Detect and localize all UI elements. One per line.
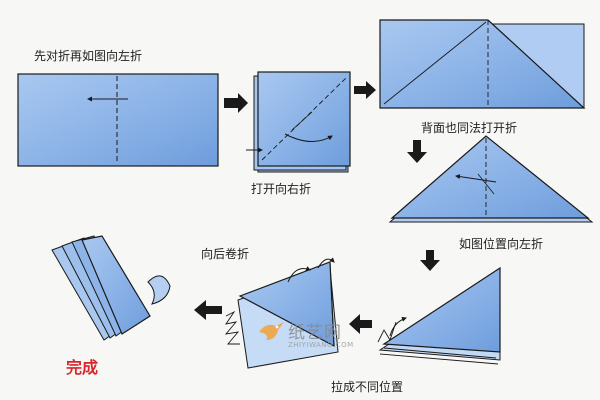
bird-logo-icon (259, 322, 284, 340)
step-1-label: 先对折再如图向左折 (34, 49, 143, 63)
step-arrow-icon (349, 314, 372, 334)
step-arrow-icon (420, 250, 440, 271)
step-6-label: 向后卷折 (201, 247, 250, 261)
watermark-subtext: ZHIYIWANG.COM (288, 341, 354, 349)
step-arrow-icon (407, 140, 427, 163)
step-1-figure (17, 73, 219, 167)
step-2-label: 打开向右折 (251, 182, 312, 196)
step-arrow-icon (224, 93, 248, 113)
step-arrow-icon (354, 81, 376, 99)
watermark: 纸艺网 ZHIYIWANG.COM (256, 312, 366, 356)
step-6-figure (224, 257, 339, 369)
step-arrow-icon (194, 300, 222, 320)
step-3-figure (379, 19, 586, 109)
step-4-label: 如图位置向左折 (459, 237, 544, 251)
fold-arrow-icon (317, 257, 335, 269)
fold-arrow-icon (389, 316, 407, 337)
step-2-figure (246, 71, 351, 173)
result-label: 完成 (66, 358, 99, 377)
result-figure (51, 235, 171, 341)
fold-arrow-icon (455, 174, 497, 183)
step-5-label: 拉成不同位置 (331, 380, 404, 394)
fold-arrow-icon (287, 266, 311, 283)
step-3-label: 背面也同法打开折 (421, 121, 518, 135)
watermark-text: 纸艺网 (288, 323, 342, 343)
fold-arrow-icon (284, 133, 333, 142)
step-5-figure (377, 266, 501, 365)
step-4-figure (388, 135, 594, 223)
